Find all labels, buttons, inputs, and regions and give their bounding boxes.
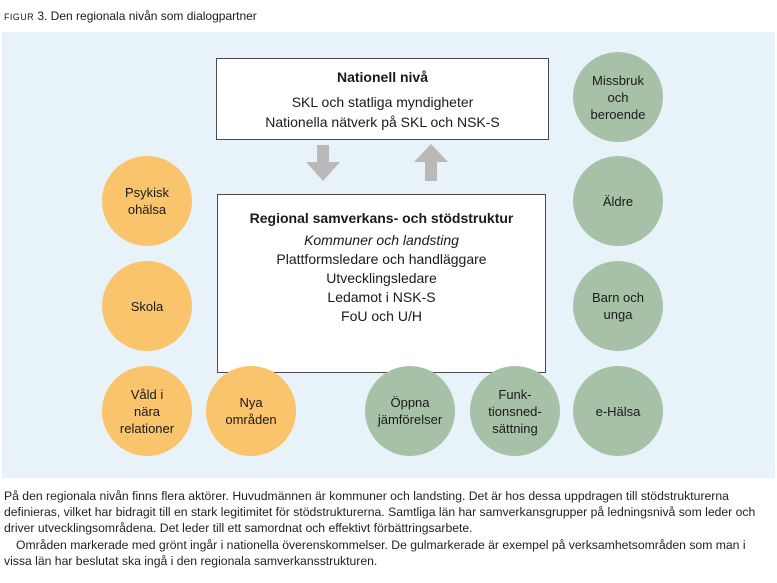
circle-label: Öppna jämförelser <box>377 395 443 427</box>
figure-title: 3. Den regionala nivån som dialogpartner <box>34 9 257 23</box>
circle-label: Barn och unga <box>591 290 645 322</box>
national-level-line: Nationella nätverk på SKL och NSK-S <box>265 114 500 130</box>
regional-structure-box: Regional samverkans- och stödstruktur Ko… <box>217 194 546 373</box>
circle-label: Missbruk och beroende <box>590 72 646 122</box>
figure-caption: FIGUR 3. Den regionala nivån som dialogp… <box>4 9 257 23</box>
circle-label: Funk-tionsned-sättning <box>488 386 542 436</box>
circle-psykisk-ohalsa: Psykisk ohälsa <box>102 156 192 246</box>
body-paragraph: På den regionala nivån finns flera aktör… <box>4 489 756 536</box>
circle-nya-omraden: Nya områden <box>206 366 296 456</box>
regional-structure-line: Plattformsledare och handläggare <box>276 251 487 267</box>
regional-structure-title: Regional samverkans- och stödstruktur <box>249 210 514 226</box>
body-paragraph: Områden markerade med grönt ingår i nati… <box>4 537 746 568</box>
circle-label: Äldre <box>602 193 634 209</box>
circle-oppna-jamforelser: Öppna jämförelser <box>365 366 455 456</box>
body-text: På den regionala nivån finns flera aktör… <box>4 488 774 569</box>
circle-label: Våld i nära relationer <box>119 386 175 436</box>
circle-funktionsnedsattning: Funk-tionsned-sättning <box>470 366 560 456</box>
circle-e-halsa: e-Hälsa <box>573 366 663 456</box>
circle-label: e-Hälsa <box>595 403 641 419</box>
arrow-down-icon <box>306 145 340 181</box>
figure-label: FIGUR <box>4 12 34 22</box>
circle-label: Skola <box>130 298 164 314</box>
regional-structure-line: FoU och U/H <box>341 308 422 324</box>
circle-aldre: Äldre <box>573 156 663 246</box>
regional-structure-italic-line: Kommuner och landsting <box>304 232 459 248</box>
national-level-line: SKL och statliga myndigheter <box>291 94 474 110</box>
circle-barn-och-unga: Barn och unga <box>573 261 663 351</box>
regional-structure-line: Utvecklingsledare <box>326 270 437 286</box>
national-level-box: Nationell nivå SKL och statliga myndighe… <box>216 58 549 140</box>
circle-vald-i-nara-relationer: Våld i nära relationer <box>102 366 192 456</box>
diagram-panel: Nationell nivå SKL och statliga myndighe… <box>2 32 775 478</box>
circle-label: Psykisk ohälsa <box>124 185 170 217</box>
arrow-up-icon <box>414 144 448 181</box>
circle-skola: Skola <box>102 261 192 351</box>
circle-missbruk-och-beroende: Missbruk och beroende <box>573 52 663 142</box>
national-level-title: Nationell nivå <box>336 69 429 85</box>
circle-label: Nya områden <box>225 395 277 427</box>
regional-structure-line: Ledamot i NSK-S <box>327 289 436 305</box>
